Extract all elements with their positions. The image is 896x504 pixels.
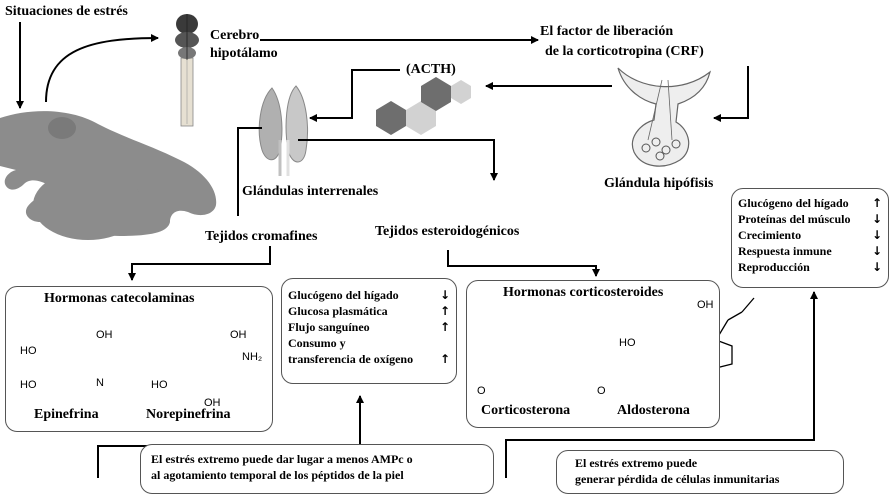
cort-effect-item: Reproducción ↓ (738, 259, 882, 275)
brain-label: Cerebro (210, 28, 260, 43)
epinephrine-nh-label: N (96, 377, 104, 389)
cort-effect-item-arrow: ↓ (871, 228, 882, 242)
cort-effect-item-text: Crecimiento (738, 228, 802, 242)
pituitary-label: Glándula hipófisis (604, 176, 714, 191)
cort-effect-item-arrow: ↑ (871, 196, 882, 210)
catecholamine-effects-list: Glucógeno del hígado ↓ Glucosa plasmática ↑… (288, 287, 450, 367)
cat-effect-item-text: transferencia de oxígeno (288, 352, 414, 366)
amp-note-line2: al agotamiento temporal de los péptidos … (151, 468, 404, 482)
cort-effect-item: Crecimiento ↓ (738, 227, 882, 243)
corticosterone-label: Corticosterona (481, 403, 571, 418)
catecholamine-title: Hormonas catecolaminas (44, 291, 195, 306)
cat-effect-item-arrow: ↓ (439, 288, 450, 302)
aldosterone-ho-label: HO (619, 337, 636, 349)
epinephrine-ho-label: HO (20, 345, 37, 357)
cat-effect-item: Flujo sanguíneo ↑ (288, 319, 450, 335)
cort-effect-item-text: Reproducción (738, 260, 810, 274)
amp-note-line1: El estrés extremo puede dar lugar a meno… (151, 452, 413, 466)
catecholamine-hormones-box: Hormonas catecolaminas Epinefrina Norepi… (5, 286, 273, 432)
steroidogenic-label: Tejidos esteroidogénicos (375, 224, 520, 239)
cort-effect-item-text: Proteínas del músculo (738, 212, 851, 226)
cort-effect-item: Respuesta inmune ↓ (738, 243, 882, 259)
amp-note-box: El estrés extremo puede dar lugar a meno… (140, 444, 494, 494)
cort-effect-item-arrow: ↓ (871, 212, 882, 226)
crf-label-line1: El factor de liberación (540, 24, 674, 39)
stress-situations-label: Situaciones de estrés (5, 4, 128, 19)
norepinephrine-oh2-label: OH (204, 397, 221, 409)
cat-effect-item: transferencia de oxígeno ↑ (288, 351, 450, 367)
catecholamine-effects-box: Glucógeno del hígado ↓ Glucosa plasmática ↑… (281, 278, 457, 384)
norepinephrine-nh2-label: NH₂ (242, 351, 263, 363)
interrenal-label: Glándulas interrenales (242, 184, 379, 199)
aldosterone-oh-label: OH (697, 299, 714, 311)
cort-effect-item: Glucógeno del hígado ↑ (738, 195, 882, 211)
cat-effect-item-arrow: ↑ (439, 304, 450, 318)
corticosteroid-hormones-box: Hormonas corticosteroides Corticosterona… (466, 280, 720, 428)
cat-effect-item-text: Flujo sanguíneo (288, 320, 370, 334)
corticosteroid-title: Hormonas corticosteroides (503, 285, 664, 300)
acth-label: (ACTH) (406, 62, 456, 77)
cort-effect-item: Proteínas del músculo ↓ (738, 211, 882, 227)
cat-effect-item-arrow: ↑ (439, 352, 450, 366)
cat-effect-item-text: Glucosa plasmática (288, 304, 388, 318)
frog-image (0, 111, 217, 240)
cat-effect-item: Glucógeno del hígado ↓ (288, 287, 450, 303)
aldosterone-o-label: O (597, 385, 606, 397)
cat-effect-item-text: Consumo y (288, 336, 346, 350)
corticosterone-o-label: O (477, 385, 486, 397)
cort-effect-item-text: Respuesta inmune (738, 244, 832, 258)
cort-effect-item-arrow: ↓ (871, 260, 882, 274)
brain-image (175, 14, 199, 127)
corticosteroid-effects-box: Glucógeno del hígado↑Proteínas del múscu… (731, 188, 889, 288)
cort-effect-item-text: Glucógeno del hígado (738, 196, 849, 210)
cat-effect-item-text: Glucógeno del hígado (288, 288, 399, 302)
epinephrine-oh-label: OH (96, 329, 113, 341)
cort-effect-item-arrow: ↓ (871, 244, 882, 258)
cat-effect-item-arrow: ↑ (439, 320, 450, 334)
epinephrine-ho2-label: HO (20, 379, 37, 391)
epinephrine-label: Epinefrina (34, 407, 99, 422)
norepinephrine-label: Norepinefrina (146, 407, 231, 422)
immune-note-line1: El estrés extremo puede (575, 456, 698, 470)
cat-effect-item: Consumo y (288, 335, 450, 351)
interrenal-glands-image (258, 85, 309, 176)
norepinephrine-oh-label: OH (230, 329, 247, 341)
norepinephrine-ho-label: HO (151, 379, 168, 391)
acth-molecule-image (376, 77, 471, 135)
corticosteroid-effects-list: Glucógeno del hígado↑Proteínas del múscu… (738, 195, 882, 275)
hypothalamus-label: hipotálamo (210, 46, 278, 61)
crf-label-line2: de la corticotropina (CRF) (545, 44, 704, 59)
chromaffin-label: Tejidos cromafines (205, 229, 318, 244)
pituitary-gland-image (617, 67, 712, 167)
immune-note-line2: generar pérdida de células inmunitarias (575, 472, 780, 486)
immune-note-box: El estrés extremo puede generar pérdida … (556, 450, 844, 494)
aldosterone-label: Aldosterona (617, 403, 690, 418)
cat-effect-item: Glucosa plasmática ↑ (288, 303, 450, 319)
